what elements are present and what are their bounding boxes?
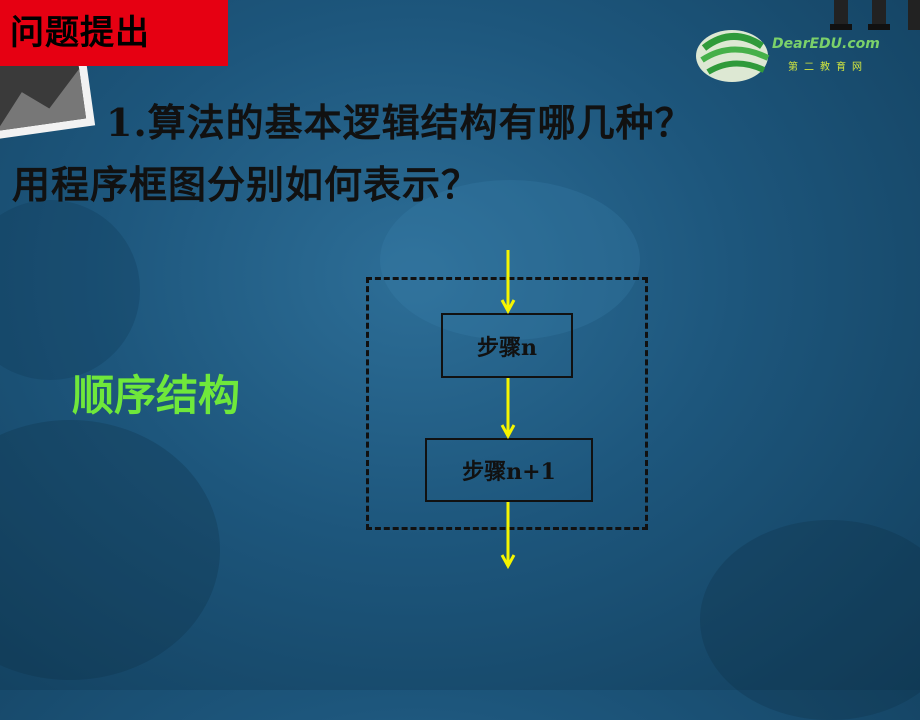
step-n-plus-1-label: 步骤n+1 bbox=[462, 459, 556, 485]
step-box-n: 步骤n bbox=[441, 313, 573, 378]
step-box-n-plus-1: 步骤n+1 bbox=[425, 438, 593, 502]
photo-corner-decoration bbox=[0, 45, 96, 140]
dearedu-logo: DearEDU.com 第二教育网 bbox=[692, 18, 914, 88]
step-n-label: 步骤n bbox=[477, 334, 537, 361]
logo-subtitle-text: 第二教育网 bbox=[788, 62, 868, 73]
logo-brand-text: DearEDU.com bbox=[772, 36, 880, 52]
pushpin-decoration bbox=[830, 0, 920, 30]
question-line-2: 用程序框图分别如何表示？ bbox=[12, 162, 481, 207]
question-line-1: 1.算法的基本逻辑结构有哪几种？ bbox=[106, 100, 694, 145]
slide-title: 问题提出 bbox=[0, 0, 228, 66]
logo-mark-icon bbox=[696, 30, 770, 82]
arrow-head-3 bbox=[500, 554, 516, 570]
sequence-structure-label: 顺序结构 bbox=[72, 371, 241, 420]
